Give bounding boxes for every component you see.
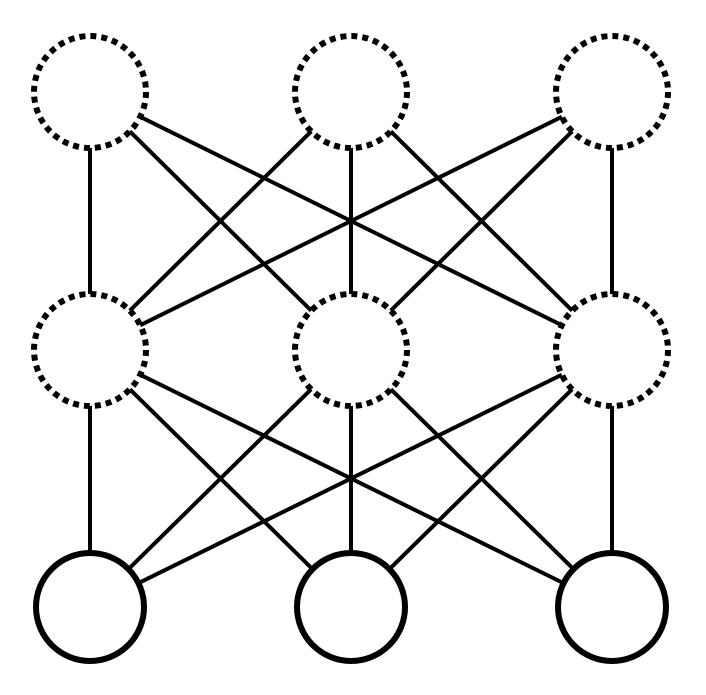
- edge-top-3-to-middle-1: [88, 90, 614, 352]
- node-top-1: [31, 33, 149, 151]
- node-bottom-1: [33, 550, 147, 664]
- node-middle-2: [292, 291, 410, 409]
- node-middle-3: [553, 291, 671, 409]
- node-top-3: [553, 33, 671, 151]
- edge-top-2-to-middle-1: [88, 90, 353, 352]
- edge-middle-2-to-bottom-1: [88, 348, 353, 609]
- node-top-2: [292, 33, 410, 151]
- node-group: [31, 33, 671, 664]
- node-bottom-3: [555, 550, 669, 664]
- node-middle-1: [31, 291, 149, 409]
- node-bottom-2: [294, 550, 408, 664]
- edge-middle-3-to-bottom-1: [88, 348, 614, 609]
- edge-top-3-to-middle-2: [349, 90, 614, 352]
- edge-middle-3-to-bottom-2: [349, 348, 614, 609]
